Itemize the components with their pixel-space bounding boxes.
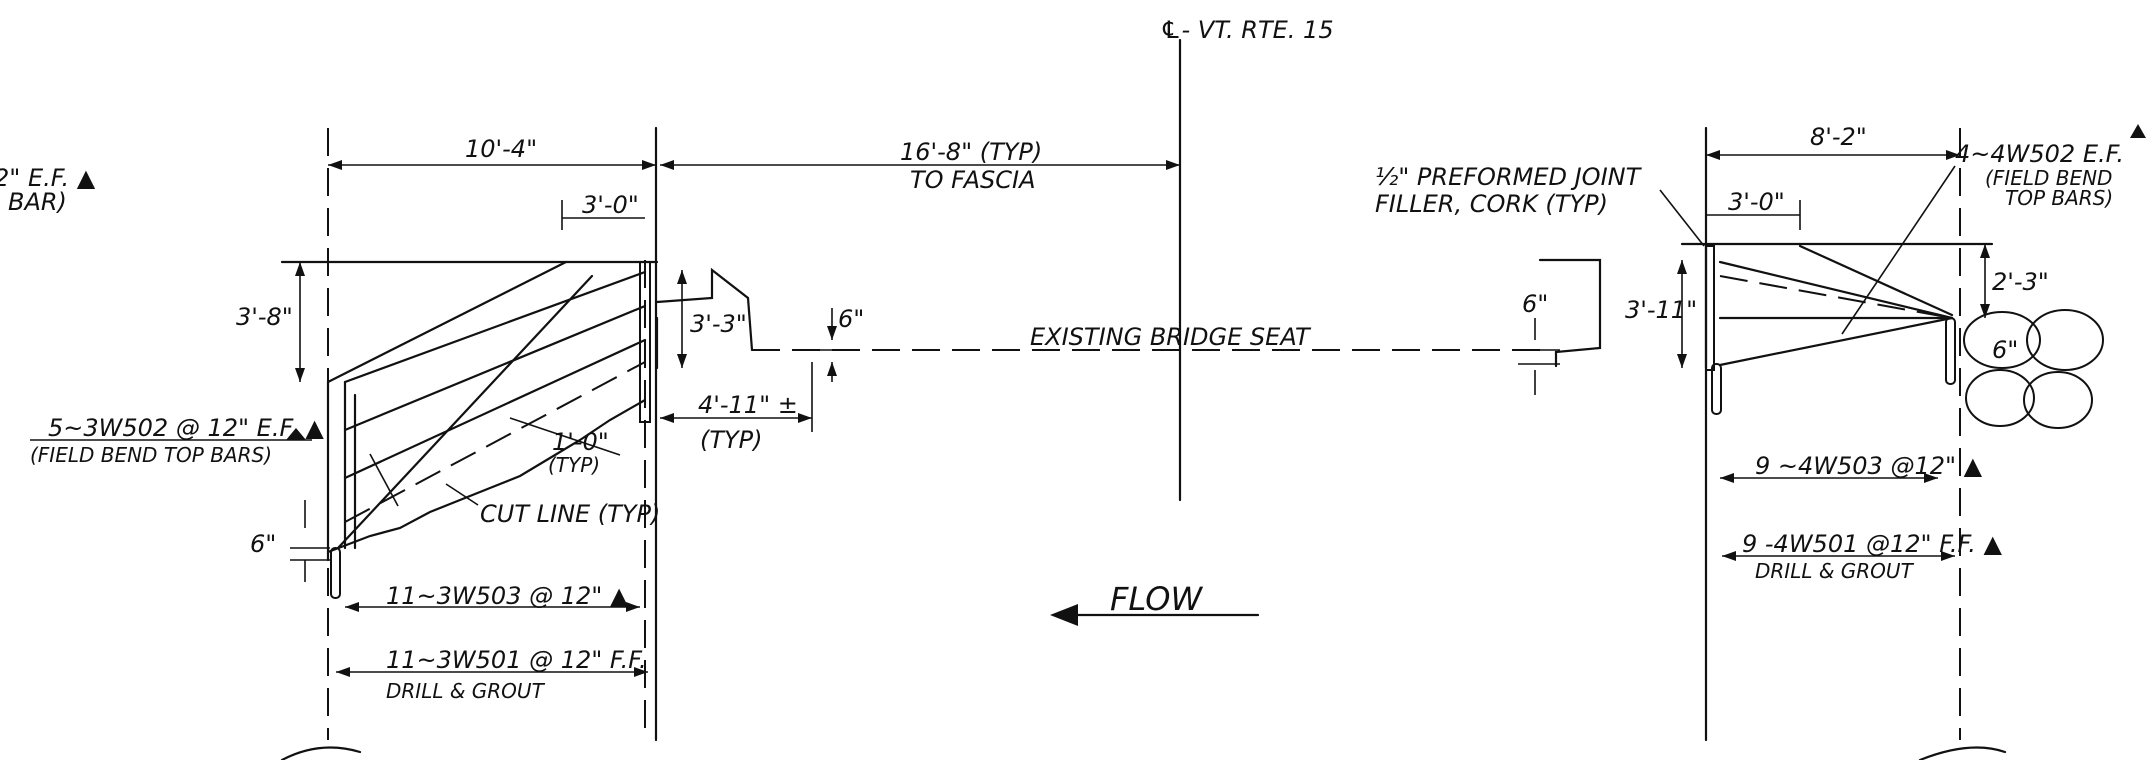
bars-top-right: 4~4W502 E.F.	[1955, 140, 2124, 168]
joint-filler-2: FILLER, CORK (TYP)	[1375, 190, 1608, 218]
dim-6-right-right: 6"	[1992, 336, 2018, 364]
typ-1-0: (TYP)	[548, 453, 600, 477]
center-dims: 16'-8" (TYP) TO FASCIA EXISTING BRIDGE S…	[660, 138, 1550, 626]
dim-6-left-top: 6"	[838, 305, 864, 333]
flow-label: FLOW	[1110, 580, 1203, 618]
left-partial-note-1: 2" E.F. ▲	[0, 164, 96, 192]
right-wingwall: 8'-2" ½" PREFORMED JOINT FILLER, CORK (T…	[1375, 123, 2146, 760]
bars-bottom-right: 9 -4W501 @12" F.F. ▲	[1742, 530, 2003, 558]
dim-8-2: 8'-2"	[1810, 123, 1867, 151]
typ-4-11: (TYP)	[700, 426, 763, 454]
centerline-label: ℄- VT. RTE. 15	[1160, 16, 1334, 44]
dim-10-4: 10'-4"	[465, 135, 537, 163]
bars-top-right-note-1: (FIELD BEND	[1985, 166, 2112, 190]
dim-3-3: 3'-3"	[690, 310, 747, 338]
dim-3-0-left: 3'-0"	[582, 191, 639, 219]
dim-6-right-left: 6"	[1522, 290, 1548, 318]
dim-3-0-right: 3'-0"	[1728, 188, 1785, 216]
dim-3-8: 3'-8"	[236, 303, 293, 331]
to-fascia: TO FASCIA	[910, 166, 1035, 194]
bars-top-note-left: (FIELD BEND TOP BARS)	[30, 443, 272, 467]
bars-top-right-note-2: TOP BARS)	[2005, 186, 2113, 210]
centerline-group: ℄- VT. RTE. 15	[1160, 16, 1334, 502]
dim-2-3: 2'-3"	[1992, 268, 2049, 296]
dim-6-left: 6"	[250, 530, 276, 558]
existing-seat: EXISTING BRIDGE SEAT	[1030, 323, 1312, 351]
left-wingwall: 10'-4" 3'-0" 3'-8" 3'-3"	[30, 126, 864, 760]
dim-3-11: 3'-11"	[1625, 296, 1697, 324]
dim-16-8: 16'-8" (TYP)	[900, 138, 1042, 166]
joint-filler-1: ½" PREFORMED JOINT	[1375, 163, 1643, 191]
dim-1-0: 1'-0"	[552, 428, 609, 456]
bars-top-left: 5~3W502 @ 12" E.F. ▲	[48, 414, 324, 442]
bars-bottom-left: 11~3W501 @ 12" F.F.	[386, 646, 647, 674]
bars-mid-right: 9 ~4W503 @12" ▲	[1755, 452, 1983, 480]
left-partial-note-2: BAR)	[8, 188, 67, 216]
drill-grout-left: DRILL & GROUT	[386, 679, 546, 703]
drill-grout-right: DRILL & GROUT	[1755, 559, 1915, 583]
left-partial-note: 2" E.F. ▲ BAR)	[0, 164, 96, 216]
cut-line-label: CUT LINE (TYP)	[480, 500, 660, 528]
bars-mid-left: 11~3W503 @ 12" ▲	[386, 582, 629, 610]
dim-4-11: 4'-11" ±	[698, 391, 798, 419]
